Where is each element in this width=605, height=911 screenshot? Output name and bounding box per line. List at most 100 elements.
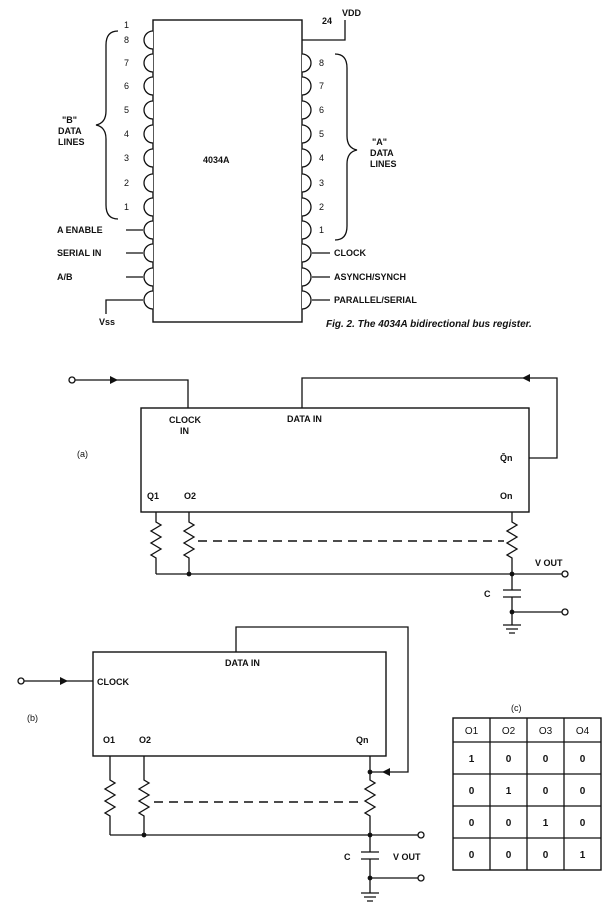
v-out-a-label: V OUT	[535, 558, 563, 568]
b-data-pin	[143, 124, 154, 144]
asynch-pin	[301, 267, 312, 287]
v-out-b-terminal[interactable]	[417, 831, 425, 839]
resistor-b-n	[363, 756, 377, 835]
truth-table-header: O3	[539, 726, 553, 737]
chip-pinout: 4034A 1 24 VDD "B" DATA LINES "A" DATA L…	[57, 8, 532, 330]
a-data-pin-label: 7	[319, 81, 324, 91]
capacitor-a	[503, 589, 521, 598]
q1-a-label: Q1	[147, 491, 159, 501]
clock-a-terminal[interactable]	[68, 376, 76, 384]
truth-table-tag: (c)	[511, 703, 522, 713]
a-label-line-3: LINES	[370, 159, 397, 169]
v-out-b-label: V OUT	[393, 852, 421, 862]
truth-table-cell: 1	[543, 818, 549, 829]
resistor-b-1	[103, 756, 117, 835]
b-data-pin-label: 2	[124, 178, 129, 188]
truth-table-header: O1	[465, 726, 479, 737]
clock-in-label-1: CLOCK	[169, 415, 201, 425]
b-data-pin-label: 7	[124, 58, 129, 68]
vss-pin	[143, 290, 154, 310]
b-label-line-2: DATA	[58, 126, 82, 136]
circuit-b: (b) CLOCK DATA IN O1 O2 Qn V OUT C	[17, 626, 425, 902]
a-enable-pin	[143, 220, 154, 240]
a-data-pin-label: 2	[319, 202, 324, 212]
circuit-a-tag: (a)	[77, 449, 88, 459]
chip-body	[152, 19, 303, 323]
data-in-b-label: DATA IN	[225, 658, 260, 668]
asynch-synch-label: ASYNCH/SYNCH	[334, 272, 406, 282]
a-b-label: A/B	[57, 272, 73, 282]
clock-b-label: CLOCK	[97, 677, 129, 687]
data-in-a-label: DATA IN	[287, 414, 322, 424]
junction-b-1	[141, 832, 147, 838]
a-data-pin	[301, 173, 312, 193]
ground-b-terminal[interactable]	[417, 874, 425, 882]
capacitor-b	[361, 851, 379, 860]
truth-table-cell: 0	[469, 850, 475, 861]
v-out-a-terminal[interactable]	[561, 570, 569, 578]
parallel-serial-label: PARALLEL/SERIAL	[334, 295, 417, 305]
b-data-pin	[143, 53, 154, 73]
truth-table-cell: 0	[580, 818, 586, 829]
pin-1-label: 1	[124, 20, 129, 30]
chip-name: 4034A	[203, 155, 230, 165]
qn-b-label: Qn	[356, 735, 369, 745]
a-data-pin-label: 3	[319, 178, 324, 188]
pin-24-label: 24	[322, 16, 332, 26]
qn-a-label: On	[500, 491, 513, 501]
b-data-pin	[143, 148, 154, 168]
truth-table-header: O4	[576, 726, 590, 737]
junction-b-tap	[367, 769, 373, 775]
a-data-pin-label: 1	[319, 225, 324, 235]
truth-table-header: O2	[502, 726, 516, 737]
truth-table-cell: 0	[506, 754, 512, 765]
resistor-b-2	[137, 756, 151, 835]
serial-in-pin	[143, 243, 154, 263]
a-enable-label: A ENABLE	[57, 225, 103, 235]
a-data-pin	[301, 76, 312, 96]
a-data-pin-label: 4	[319, 153, 324, 163]
a-data-pin-label: 5	[319, 129, 324, 139]
junction-b-3	[367, 875, 373, 881]
truth-table-cell: 0	[543, 754, 549, 765]
q2-b-label: O2	[139, 735, 151, 745]
truth-table-cell: 0	[580, 786, 586, 797]
b-data-pin	[143, 100, 154, 120]
ground-b-icon	[361, 892, 379, 902]
b-data-pin-label: 4	[124, 129, 129, 139]
junction-a-1	[186, 571, 192, 577]
q1-b-label: O1	[103, 735, 115, 745]
b-lines-bracket	[95, 30, 119, 220]
truth-table-cell: 1	[506, 786, 512, 797]
truth-table-cell: 0	[469, 818, 475, 829]
ground-a-terminal[interactable]	[561, 608, 569, 616]
a-label-line-2: DATA	[370, 148, 394, 158]
b-data-pin	[143, 30, 154, 50]
b-data-pin	[143, 197, 154, 217]
circuit-b-tag: (b)	[27, 713, 38, 723]
a-data-pin	[301, 100, 312, 120]
truth-table-cell: 0	[543, 786, 549, 797]
truth-table-cell: 0	[469, 786, 475, 797]
cap-b-lead-bottom	[369, 859, 418, 893]
feedback-b-arrow	[382, 768, 390, 776]
circuit-a: (a) CLOCK IN DATA IN Q̄n Q1 O2 On V OUT …	[68, 374, 569, 634]
register-b-body	[92, 651, 387, 757]
a-lines-bracket	[334, 53, 358, 241]
b-data-pin-label: 3	[124, 153, 129, 163]
clock-b-arrow	[60, 677, 68, 685]
a-data-pin	[301, 124, 312, 144]
serial-in-label: SERIAL IN	[57, 248, 101, 258]
clock-b-terminal[interactable]	[17, 677, 25, 685]
feedback-b-wire	[235, 626, 409, 773]
clock-label: CLOCK	[334, 248, 366, 258]
ground-a-icon	[503, 624, 521, 634]
figure-caption: Fig. 2. The 4034A bidirectional bus regi…	[326, 319, 532, 330]
junction-a-3	[509, 609, 515, 615]
a-b-pin	[143, 267, 154, 287]
parallel-serial-pin	[301, 290, 312, 310]
